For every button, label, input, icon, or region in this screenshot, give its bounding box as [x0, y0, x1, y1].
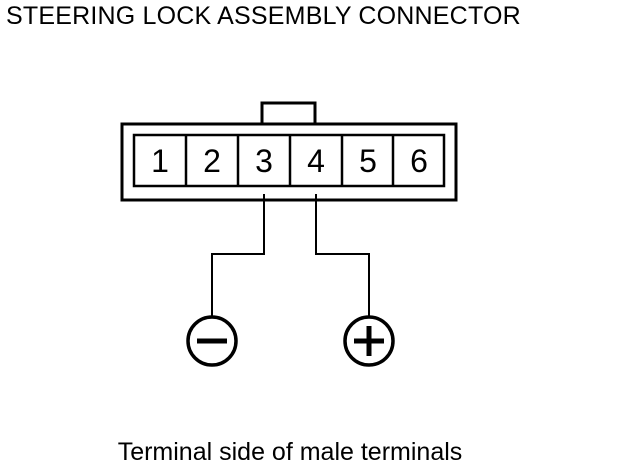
minus-icon: [186, 315, 238, 367]
terminal-dividers: [184, 135, 395, 186]
terminal-4-label: 4: [307, 143, 325, 179]
negative-lead-wire: [211, 194, 265, 318]
terminal-6-label: 6: [410, 143, 428, 179]
terminal-1-label: 1: [151, 143, 169, 179]
terminal-2-label: 2: [203, 143, 221, 179]
terminal-3-label: 3: [255, 143, 273, 179]
diagram-title: STEERING LOCK ASSEMBLY CONNECTOR: [6, 2, 521, 30]
terminal-5-label: 5: [359, 143, 377, 179]
diagram-caption: Terminal side of male terminals: [117, 438, 463, 466]
connector-lock-tab: [260, 101, 317, 127]
positive-lead-wire: [315, 194, 370, 318]
plus-icon: [343, 315, 395, 367]
